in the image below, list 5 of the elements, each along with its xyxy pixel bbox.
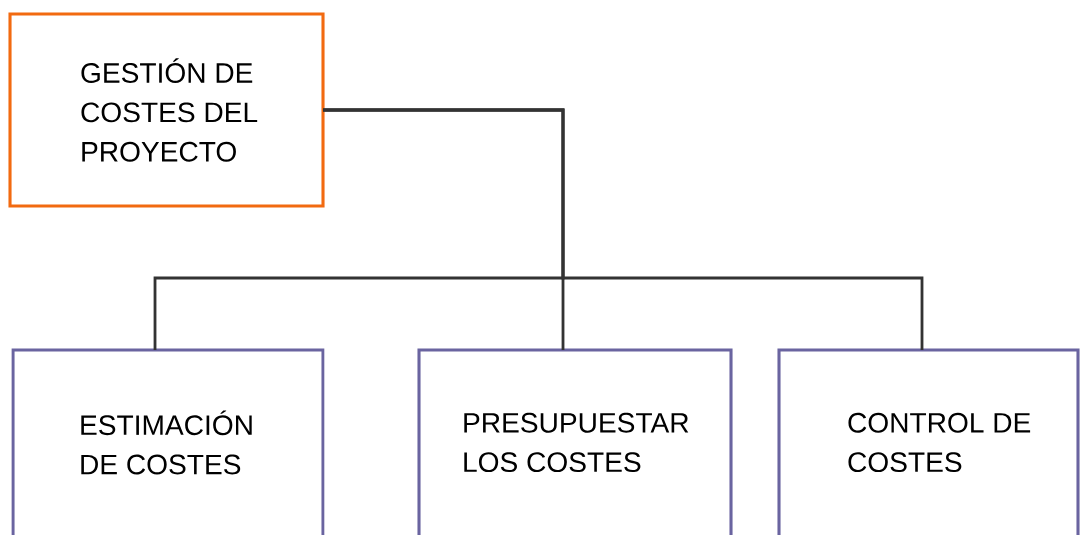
- process-box: PRESUPUESTAR LOS COSTES: [417, 348, 733, 535]
- root-box: GESTIÓN DE COSTES DEL PROYECTO: [8, 12, 325, 208]
- process-box: ESTIMACIÓN DE COSTES: [11, 348, 325, 535]
- connector-line: [323, 108, 924, 350]
- process-box: CONTROL DE COSTES: [777, 348, 1080, 535]
